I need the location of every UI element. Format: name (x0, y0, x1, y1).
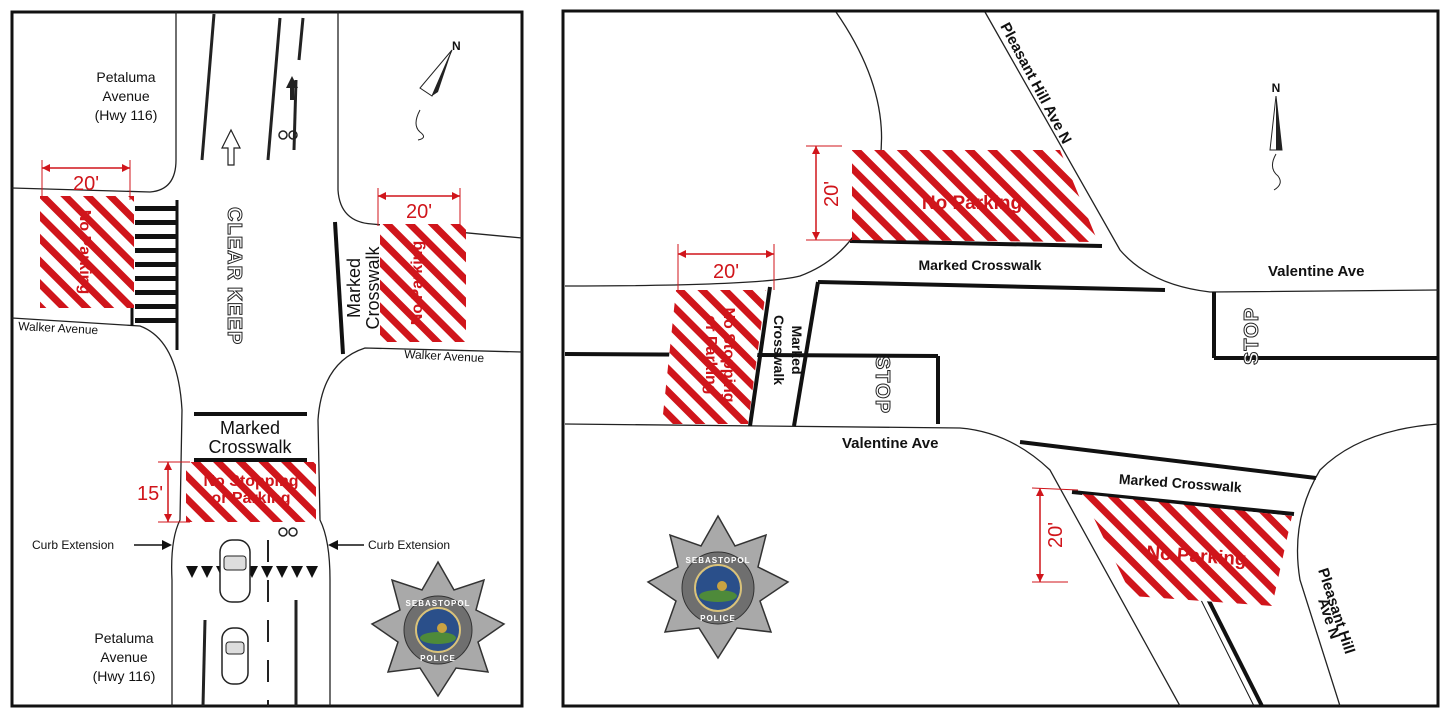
svg-text:Marked: Marked (789, 325, 805, 374)
car-icon (219, 539, 251, 603)
badge-bottom-text: POLICE (700, 614, 736, 623)
right-map: STOP STOP Pleasant Hill Ave N Pleasant H… (561, 9, 1440, 708)
crosswalk-label-top: Marked Crosswalk (919, 257, 1042, 273)
dimension-left-right-map: 20' (677, 244, 775, 290)
svg-text:Crosswalk: Crosswalk (771, 315, 787, 385)
crosswalk-label-right: Marked Crosswalk (344, 245, 383, 329)
pavement-stop-left: STOP (871, 356, 893, 414)
right-roads: STOP STOP (564, 11, 1438, 706)
svg-text:Crosswalk: Crosswalk (208, 437, 292, 457)
dimension-top-right-map: 20' (806, 145, 852, 241)
street-label-west: Valentine Ave (842, 435, 938, 452)
arrow-left-icon (328, 540, 338, 550)
svg-text:No Stopping: No Stopping (203, 473, 298, 490)
police-badge-left: SEBASTOPOL POLICE (370, 560, 506, 698)
no-parking-top-text: No Parking (922, 193, 1022, 214)
svg-text:Curb Extension: Curb Extension (32, 538, 114, 552)
badge-bottom-text: POLICE (420, 654, 456, 663)
crosswalk-label-bottom: Marked Crosswalk (208, 418, 292, 457)
no-stopping-zone (186, 462, 316, 522)
svg-text:Avenue: Avenue (100, 649, 147, 665)
cross-street-right: Walker Avenue (404, 347, 485, 365)
svg-text:No Stopping: No Stopping (720, 307, 737, 402)
dimension-bottom-right-map: 20' (1031, 487, 1079, 583)
cross-street-left: Walker Avenue (18, 319, 99, 337)
svg-text:Petaluma: Petaluma (94, 630, 153, 646)
svg-text:or Parking: or Parking (211, 490, 290, 507)
no-parking-zone-right (380, 224, 466, 342)
pavement-text-keep: KEEP (223, 287, 245, 345)
svg-text:20': 20' (73, 173, 99, 195)
car-icon (221, 627, 249, 685)
police-badge-right: SEBASTOPOL POLICE (646, 514, 790, 660)
street-label-top: Petaluma Avenue (Hwy 116) (95, 69, 158, 123)
no-parking-right-text: No Parking (409, 241, 426, 325)
svg-text:or Parking: or Parking (702, 315, 719, 394)
pavement-text-clear: CLEAR (223, 207, 245, 281)
svg-text:Marked: Marked (344, 258, 364, 318)
svg-text:Crosswalk: Crosswalk (363, 245, 383, 329)
svg-text:Marked: Marked (220, 418, 280, 438)
svg-text:20': 20' (821, 181, 843, 207)
street-label-east: Valentine Ave (1268, 263, 1364, 280)
no-parking-zone-top (852, 150, 1098, 242)
no-stopping-text: No Stopping or Parking (203, 473, 298, 507)
no-parking-zone-bottom (1082, 494, 1292, 606)
svg-text:15': 15' (137, 483, 163, 505)
crosswalk-label-left-right-map: Marked Crosswalk (771, 315, 805, 385)
svg-text:(Hwy 116): (Hwy 116) (93, 668, 156, 684)
svg-text:N: N (1272, 81, 1281, 95)
arrow-right-icon (162, 540, 172, 550)
svg-text:20': 20' (1045, 522, 1067, 548)
svg-text:Avenue: Avenue (102, 88, 149, 104)
no-parking-zone-left (40, 196, 134, 308)
dimension-bottom: 15' (137, 461, 190, 523)
north-arrow-icon: N (415, 39, 461, 141)
dimension-right: 20' (377, 188, 461, 226)
svg-text:20': 20' (406, 201, 432, 223)
north-arrow-icon-right: N (1269, 81, 1283, 191)
pavement-stop-right: STOP (1241, 307, 1263, 365)
left-roads: CLEAR KEEP (12, 12, 522, 706)
svg-text:N: N (452, 39, 461, 53)
street-label-bottom: Petaluma Avenue (Hwy 116) (93, 630, 156, 684)
svg-text:Curb Extension: Curb Extension (368, 538, 450, 552)
badge-top-text: SEBASTOPOL (406, 599, 471, 608)
svg-text:(Hwy 116): (Hwy 116) (95, 107, 158, 123)
curb-extension-label-left: Curb Extension (32, 538, 172, 552)
no-stopping-text-right-map: No Stopping or Parking (702, 307, 737, 402)
left-map: CLEAR KEEP Petaluma Avenue (Hwy 116) Pet… (10, 10, 524, 708)
no-parking-left-text: No Parking (76, 210, 93, 294)
svg-text:20': 20' (713, 261, 739, 283)
curb-extension-label-right: Curb Extension (328, 538, 450, 552)
badge-top-text: SEBASTOPOL (686, 556, 751, 565)
no-stopping-zone-right-map (662, 290, 766, 424)
svg-text:Petaluma: Petaluma (96, 69, 155, 85)
dimension-left: 20' (41, 160, 131, 200)
